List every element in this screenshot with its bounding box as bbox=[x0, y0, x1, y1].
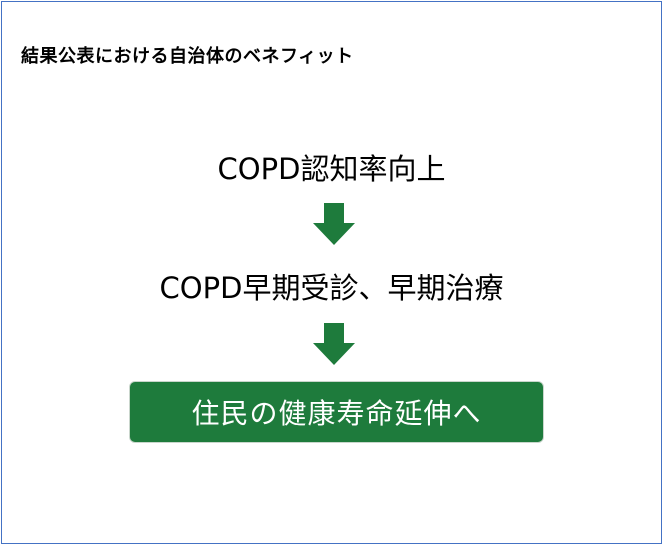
result-label: 住民の健康寿命延伸へ bbox=[191, 397, 482, 430]
arrow-down-shape bbox=[313, 203, 355, 245]
arrow-down-shape bbox=[313, 323, 355, 365]
arrow-down-icon bbox=[313, 323, 355, 365]
step-early-treatment: COPD早期受診、早期治療 bbox=[159, 271, 504, 305]
step-copd-awareness: COPD認知率向上 bbox=[217, 152, 446, 186]
result-box: 住民の健康寿命延伸へ bbox=[129, 381, 544, 443]
diagram-title: 結果公表における自治体のベネフィット bbox=[21, 46, 354, 67]
arrow-down-icon bbox=[313, 203, 355, 245]
